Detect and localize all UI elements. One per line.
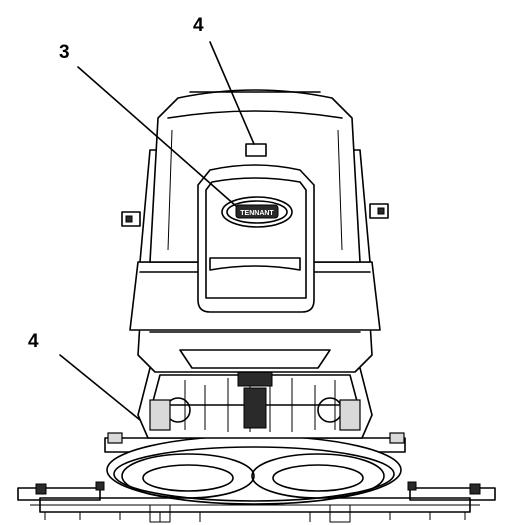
callout-label-3: 3	[59, 42, 70, 63]
leader-4-top	[209, 41, 255, 145]
lower-chassis	[137, 367, 373, 439]
logo-text: TENNANT	[240, 210, 274, 217]
decal-indicator	[245, 143, 267, 157]
leader-lines	[59, 41, 255, 421]
leader-4-left	[59, 354, 141, 421]
recovery-tank-lid	[197, 164, 315, 313]
brush-deck	[104, 432, 406, 505]
callout-label-4-left: 4	[28, 331, 39, 352]
brand-logo: TENNANT	[221, 196, 293, 228]
callout-label-4-top: 4	[193, 15, 204, 36]
leader-3	[77, 66, 237, 207]
side-handles	[121, 203, 389, 227]
